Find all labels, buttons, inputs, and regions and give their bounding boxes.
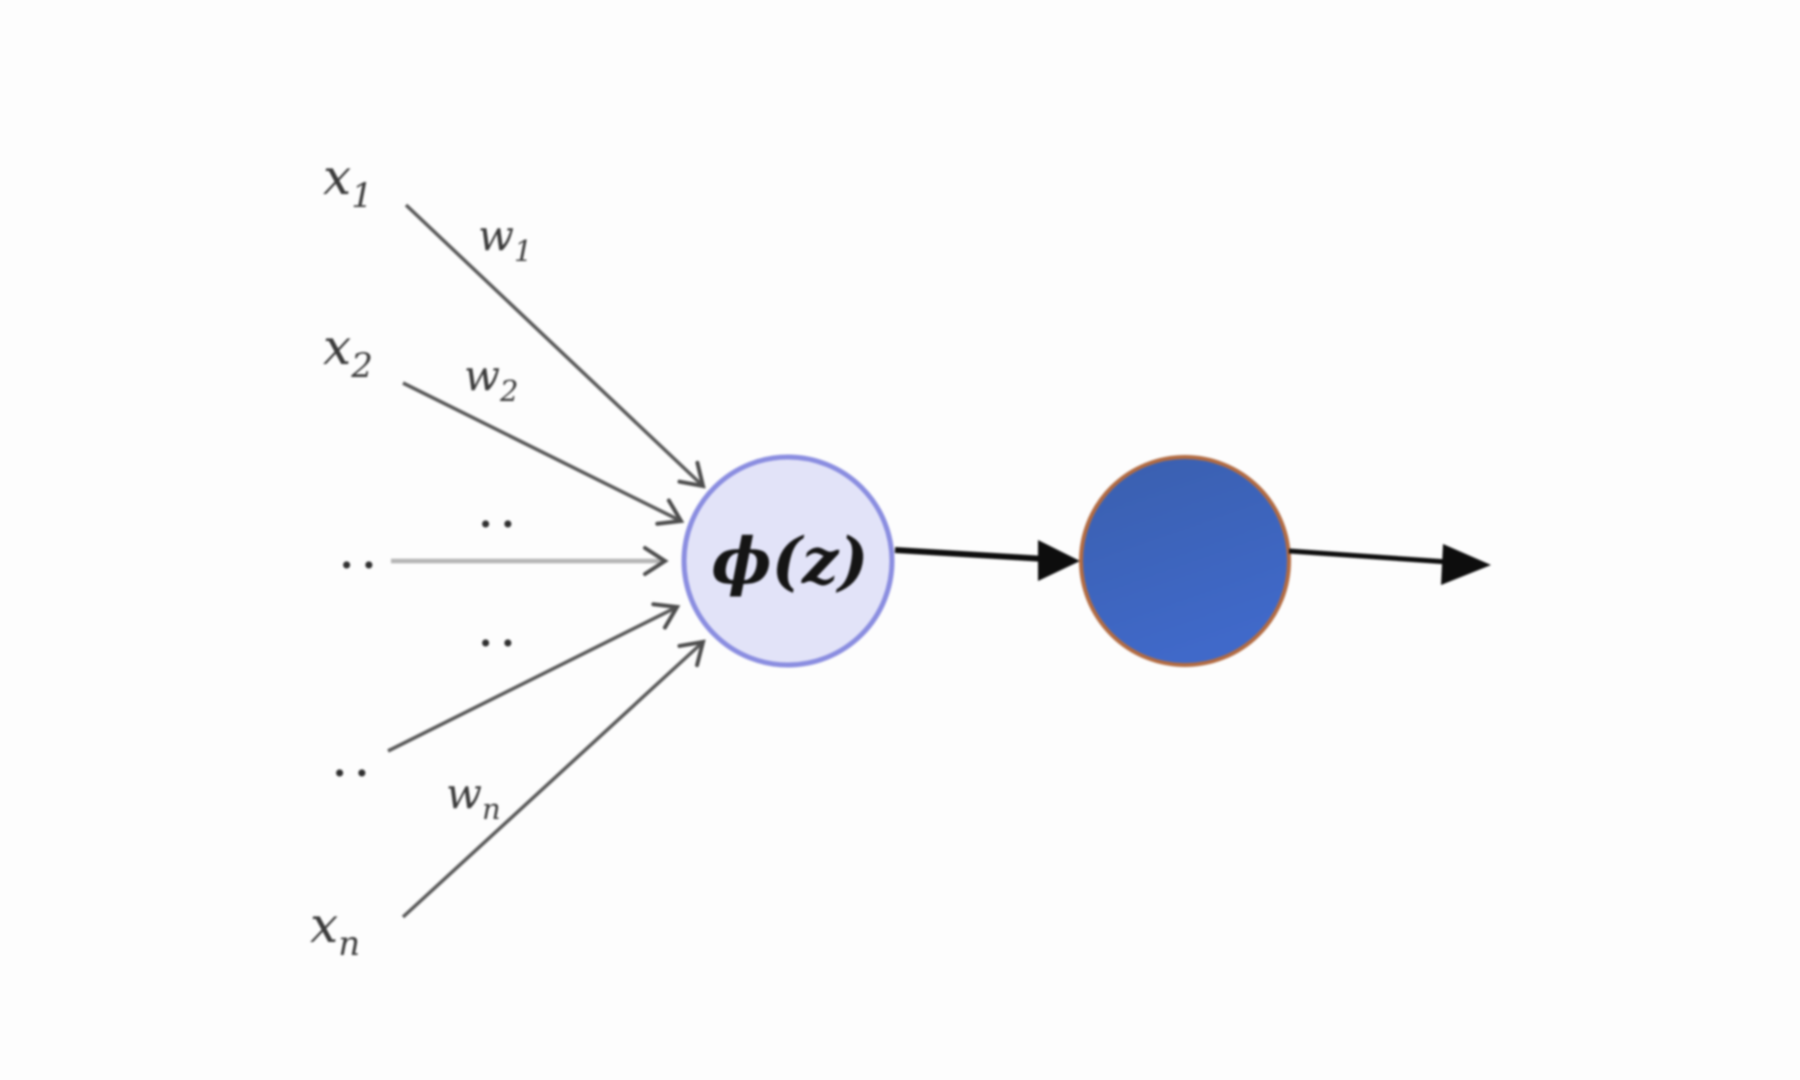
weight-label-w1-base: w	[478, 211, 514, 260]
activation-to-output-arrow	[894, 540, 1080, 581]
weight-label-wn-base: w	[446, 769, 482, 818]
output-arrow	[1288, 544, 1491, 585]
input-label-x1-sub: 1	[351, 176, 373, 216]
activation-to-output-shaft	[894, 547, 1046, 562]
weight-label-w2: w2	[464, 351, 518, 408]
edge-xn-to-activation	[401, 639, 706, 919]
input-label-xn-base: x	[310, 896, 338, 954]
input-label-xn-sub: n	[338, 924, 360, 964]
input-label-xn: xn	[310, 896, 360, 964]
edge-x1-to-activation	[404, 203, 706, 489]
edge-x2-to-activation	[402, 381, 685, 526]
activation-function-label: ϕ(z)	[711, 524, 868, 599]
activation-node	[681, 454, 895, 668]
edge-dots-to-activation	[387, 602, 681, 753]
weight-label-w2-base: w	[464, 351, 500, 400]
output-node	[1079, 455, 1291, 667]
input-label-x2-base: x	[323, 318, 351, 376]
ellipsis-input-mid: ..	[340, 532, 384, 577]
weight-label-wn: wn	[446, 769, 501, 826]
output-arrowhead-icon	[1441, 544, 1491, 585]
input-label-x2-sub: 2	[350, 346, 373, 386]
ellipsis-input-lower: ..	[333, 740, 377, 785]
activation-to-output-arrowhead-icon	[1038, 540, 1080, 581]
input-label-x1: x1	[323, 148, 373, 216]
weight-label-w2-sub: 2	[499, 374, 518, 408]
ellipsis-between-upper: ..	[479, 491, 523, 536]
ellipsis-between-lower: ..	[479, 610, 523, 655]
weight-label-w1: w1	[478, 211, 532, 268]
weight-label-wn-sub: n	[482, 792, 501, 826]
weight-label-w1-sub: 1	[514, 234, 532, 268]
input-label-x1-base: x	[323, 148, 351, 206]
output-arrow-shaft	[1288, 548, 1449, 565]
input-label-x2: x2	[323, 318, 373, 386]
